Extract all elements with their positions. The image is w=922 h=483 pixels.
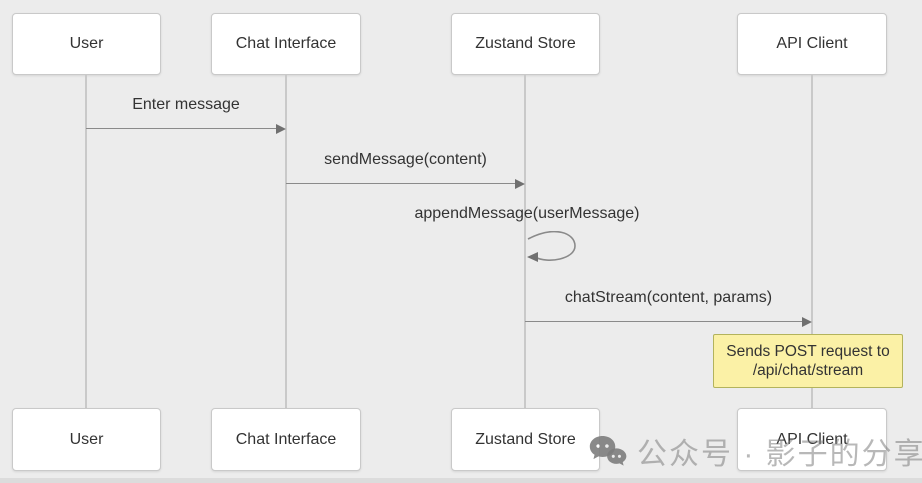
- message-arrow: [86, 128, 276, 129]
- message-arrow: [286, 183, 515, 184]
- message-label: appendMessage(userMessage): [414, 205, 640, 222]
- message-label: Enter message: [132, 96, 240, 113]
- actor-box-chat-interface-bottom: Chat Interface: [211, 408, 361, 471]
- lifeline-user: [85, 75, 87, 408]
- actor-label: Chat Interface: [235, 430, 337, 448]
- actor-box-user-top: User: [12, 13, 161, 75]
- actor-label: API Client: [776, 430, 848, 448]
- actor-label: User: [69, 35, 104, 52]
- arrowhead-icon: [276, 124, 286, 134]
- actor-label: API Client: [776, 35, 848, 52]
- watermark-text: 公众号 · 影子的分享站: [637, 438, 922, 471]
- actor-label: Zustand Store: [475, 35, 576, 52]
- message-label: chatStream(content, params): [564, 289, 773, 306]
- lifeline-chat-interface: [285, 75, 287, 408]
- note-line: /api/chat/stream: [752, 362, 864, 379]
- actor-label: User: [69, 430, 104, 448]
- lifeline-api-client: [811, 75, 813, 408]
- wechat-icon: [589, 435, 627, 466]
- note-line: Sends POST request to: [726, 343, 890, 360]
- note-box: Sends POST request to /api/chat/stream: [713, 334, 903, 388]
- message-arrow: [525, 321, 802, 322]
- lifeline-zustand-store: [524, 75, 526, 408]
- actor-box-user-bottom: User: [12, 408, 161, 471]
- self-loop-arrow: [527, 231, 576, 262]
- actor-box-api-client-top: API Client: [737, 13, 887, 75]
- watermark: 公众号 · 影子的分享站: [588, 429, 922, 473]
- actor-box-zustand-store-top: Zustand Store: [451, 13, 600, 75]
- message-label: sendMessage(content): [324, 151, 487, 168]
- bottom-strip: [0, 478, 922, 483]
- actor-box-chat-interface-top: Chat Interface: [211, 13, 361, 75]
- actor-box-zustand-store-bottom: Zustand Store: [451, 408, 600, 471]
- actor-box-api-client-bottom: API Client: [737, 408, 887, 471]
- arrowhead-icon: [515, 179, 525, 189]
- actor-label: Zustand Store: [475, 430, 576, 448]
- arrowhead-icon: [802, 317, 812, 327]
- actor-label: Chat Interface: [235, 35, 337, 52]
